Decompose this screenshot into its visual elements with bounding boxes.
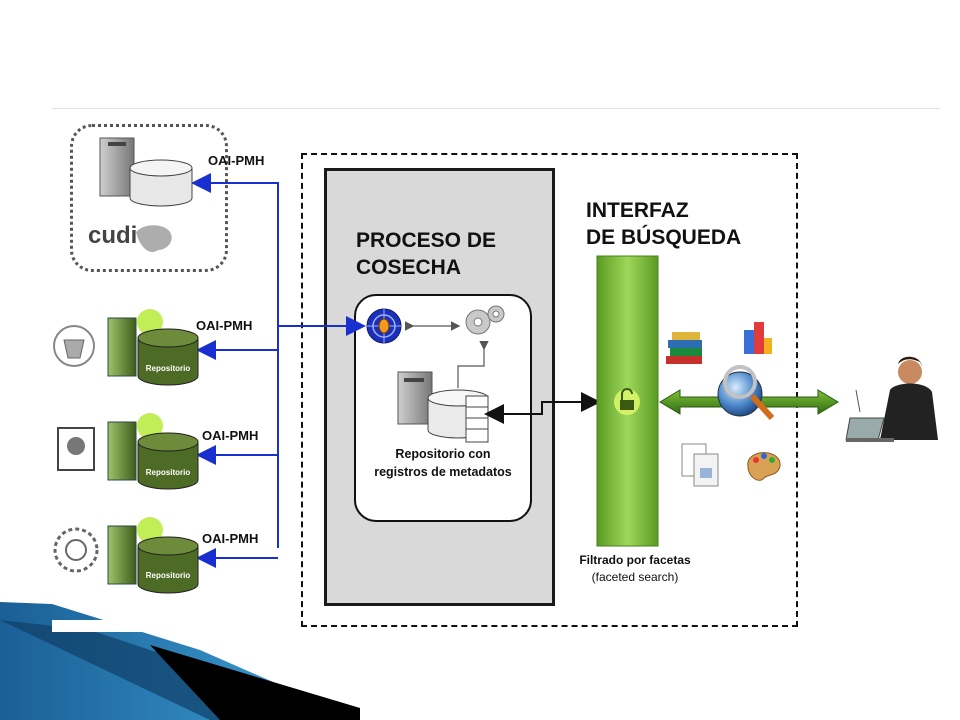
repo-caption-line2: registros de metadatos	[374, 465, 512, 479]
svg-text:cudi: cudi	[88, 222, 137, 249]
gears-icon	[465, 305, 505, 335]
oai-pmh-label-repo1: OAI-PMH	[196, 318, 253, 333]
palette-icon	[747, 452, 781, 481]
user-at-laptop-icon	[845, 356, 938, 442]
oai-connectors	[191, 173, 366, 568]
interface-title-line2: DE BÚSQUEDA	[586, 226, 742, 249]
repository-server-2: Repositorio	[57, 413, 199, 490]
process-title-line1: PROCESO DE	[356, 229, 497, 252]
header-divider	[52, 108, 940, 109]
oai-pmh-label-cudi: OAI-PMH	[208, 153, 265, 168]
repo-caption-line1: Repositorio con	[395, 447, 491, 461]
svg-text:Repositorio: Repositorio	[146, 364, 191, 373]
repository-server-1: Repositorio	[53, 309, 199, 386]
metadata-server-icon	[397, 371, 489, 443]
system-boundary	[301, 153, 798, 627]
oai-pmh-label-repo2: OAI-PMH	[202, 428, 259, 443]
oai-pmh-label-repo3: OAI-PMH	[202, 531, 259, 546]
svg-text:Repositorio: Repositorio	[146, 468, 191, 477]
interface-title-line1: INTERFAZ	[586, 199, 689, 222]
books-icon	[666, 332, 702, 364]
facet-caption-line2: (faceted search)	[591, 570, 679, 584]
cudi-group	[70, 124, 228, 272]
process-title-line2: COSECHA	[356, 256, 462, 279]
spider-harvester-icon	[366, 308, 402, 344]
chart-icon	[744, 322, 772, 354]
cudi-server-icon	[99, 137, 193, 207]
facet-caption-line1: Filtrado por facetas	[579, 553, 691, 567]
svg-text:Repositorio: Repositorio	[146, 571, 191, 580]
repository-server-3: Repositorio	[53, 517, 199, 594]
cudi-logo: cudi	[88, 222, 172, 252]
documents-icon	[681, 443, 719, 487]
slide-swoosh-decoration	[0, 602, 360, 720]
magnifier-globe-icon	[717, 365, 775, 421]
unlock-icon	[614, 388, 640, 415]
